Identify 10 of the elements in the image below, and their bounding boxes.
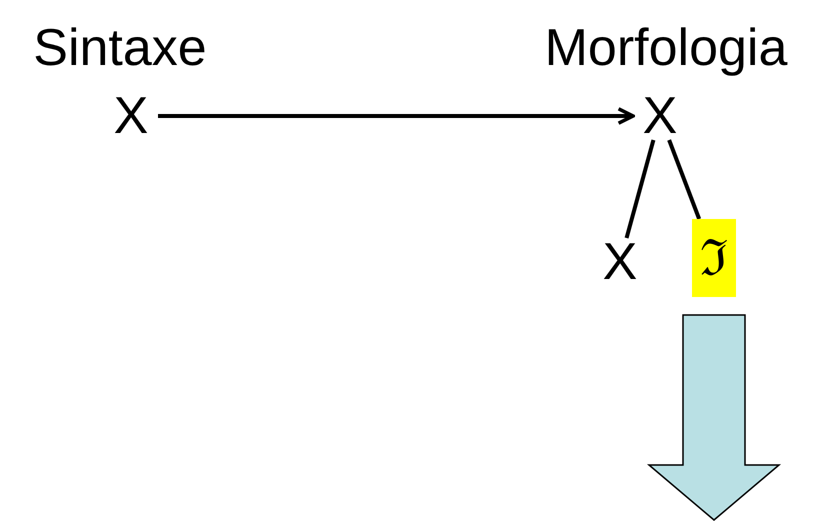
tree-branch-line: [667, 139, 702, 220]
tree-node-label: X: [633, 92, 687, 140]
block-arrow: [646, 314, 782, 521]
tree-node-label: X: [104, 92, 158, 140]
heading-text: Sintaxe: [33, 22, 207, 74]
tree-node-label: X: [593, 238, 647, 286]
highlighted-symbol: ℑ: [692, 219, 736, 297]
tree-branch-line: [624, 139, 656, 239]
arrow: [158, 107, 635, 125]
heading-text: Morfologia: [544, 22, 788, 74]
